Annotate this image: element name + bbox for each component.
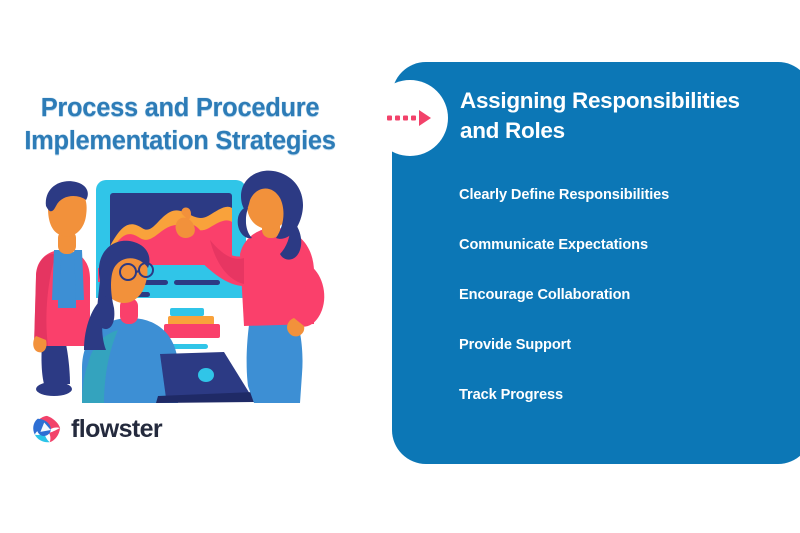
list-item: Encourage Collaboration — [459, 287, 631, 303]
flowster-logo-mark — [33, 415, 61, 443]
responsibilities-panel — [392, 62, 800, 464]
page-title-line-2: Implementation Strategies — [24, 126, 336, 155]
dotted-arrow-icon — [387, 110, 431, 126]
panel-title: Assigning Responsibilities and Roles — [460, 86, 790, 145]
page-title: Process and Procedure Implementation Str… — [0, 92, 360, 157]
responsibilities-list: Clearly Define Responsibilities Communic… — [459, 183, 789, 433]
list-item: Track Progress — [459, 387, 564, 403]
arrow-badge — [372, 80, 448, 156]
panel-title-line-1: Assigning Responsibilities — [460, 88, 740, 113]
flowster-logo[interactable]: flowster — [32, 414, 163, 444]
list-item: Provide Support — [459, 337, 572, 353]
panel-title-line-2: and Roles — [460, 117, 565, 143]
left-column: Process and Procedure Implementation Str… — [0, 0, 370, 533]
page-title-line-1: Process and Procedure — [40, 94, 320, 122]
team-collaboration-illustration — [18, 168, 343, 403]
list-item: Clearly Define Responsibilities — [459, 187, 670, 203]
flowster-logo-text: flowster — [71, 414, 163, 443]
list-item: Communicate Expectations — [459, 237, 648, 253]
